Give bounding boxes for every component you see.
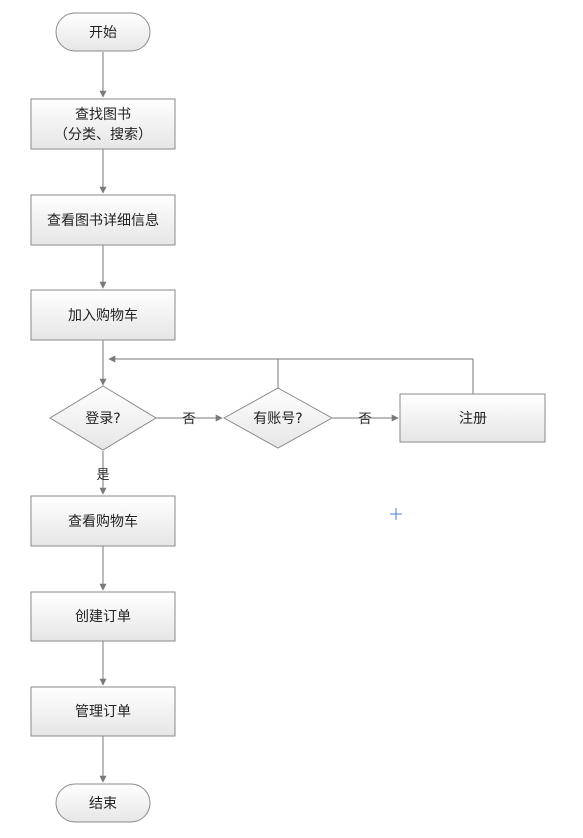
start-terminator xyxy=(55,12,151,52)
view-details-process xyxy=(30,194,176,246)
create-order-process xyxy=(30,591,176,642)
edge-label-login-yes: 是 xyxy=(96,468,109,483)
manage-order-label: 管理订单 xyxy=(75,704,131,720)
login-decision xyxy=(49,385,157,451)
view-cart-process xyxy=(30,495,176,547)
register-label: 注册 xyxy=(459,411,487,427)
has-account-decision xyxy=(222,387,334,449)
find-books-label-line2: （分类、搜索） xyxy=(54,126,152,143)
add-to-cart-label: 加入购物车 xyxy=(68,307,138,324)
view-cart-label: 查看购物车 xyxy=(68,513,138,530)
start-label: 开始 xyxy=(89,25,117,41)
edge-label-login-no: 否 xyxy=(182,412,195,427)
find-books-label-line1: 查找图书 xyxy=(75,107,131,123)
register-process xyxy=(399,393,546,443)
find-books-process xyxy=(30,98,176,150)
manage-order-process xyxy=(30,686,176,737)
edge-register-loop-back xyxy=(108,355,474,394)
has-account-decision-label: 有账号? xyxy=(253,411,302,427)
create-order-label: 创建订单 xyxy=(75,609,131,625)
end-label: 结束 xyxy=(89,796,117,812)
add-to-cart-process xyxy=(30,289,176,341)
login-decision-label: 登录? xyxy=(85,411,120,427)
crosshair-cursor-icon xyxy=(390,508,402,520)
view-details-label: 查看图书详细信息 xyxy=(47,212,159,229)
end-terminator xyxy=(55,783,151,823)
edge-label-account-no: 否 xyxy=(358,412,371,427)
